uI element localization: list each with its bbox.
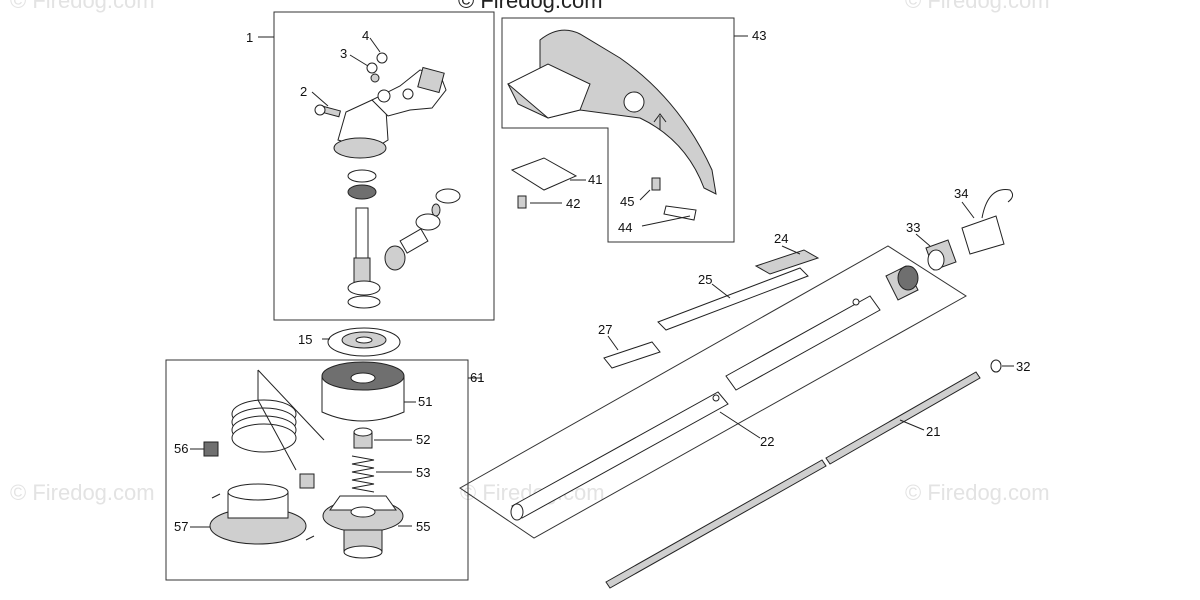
- callout-41: 41: [588, 172, 602, 187]
- callout-56: 56: [174, 441, 188, 456]
- gear-case-box: [273, 11, 495, 321]
- part-21-drive-shaft: [605, 371, 981, 589]
- callout-25: 25: [698, 272, 712, 287]
- callout-1: 1: [246, 30, 253, 45]
- part-32-ring: [990, 359, 1002, 373]
- callout-2: 2: [300, 84, 307, 99]
- callout-52: 52: [416, 432, 430, 447]
- callout-45: 45: [620, 194, 634, 209]
- part-42-screw: [517, 195, 527, 209]
- part-53-spring: [351, 455, 375, 493]
- watermark-top-left: © Firedog.com: [10, 0, 155, 13]
- shaft-box: [459, 245, 967, 539]
- bolt-3: [366, 62, 380, 83]
- part-55-base: [322, 495, 404, 559]
- part-56-clip: [203, 441, 315, 489]
- watermark-top-right: © Firedog.com: [905, 0, 1050, 13]
- callout-4: 4: [362, 28, 369, 43]
- watermark-top: © Firedog.com: [458, 0, 603, 13]
- bolt-4: [376, 52, 388, 64]
- callout-44: 44: [618, 220, 632, 235]
- part-24-label: [754, 249, 820, 275]
- callout-34: 34: [954, 186, 968, 201]
- callout-24: 24: [774, 231, 788, 246]
- part-57-plate: [209, 483, 315, 545]
- part-41-plate: [510, 157, 578, 191]
- gear-internals: [347, 169, 461, 309]
- callout-27: 27: [598, 322, 612, 337]
- callout-21: 21: [926, 424, 940, 439]
- callout-15: 15: [298, 332, 312, 347]
- part-52-nut: [353, 427, 373, 449]
- callout-3: 3: [340, 46, 347, 61]
- tube-bushing: [885, 265, 919, 301]
- trimmer-head-box: [165, 359, 469, 581]
- guard-box: [501, 17, 735, 243]
- part-22-tube: [510, 295, 881, 521]
- watermark-left: © Firedog.com: [10, 480, 155, 505]
- watermark-right: © Firedog.com: [905, 480, 1050, 505]
- callout-33: 33: [906, 220, 920, 235]
- part-25-label: [657, 267, 809, 331]
- callout-61: 61: [470, 370, 484, 385]
- part-33-clamp: [925, 239, 957, 271]
- callout-32: 32: [1016, 359, 1030, 374]
- part-34-hook: [961, 189, 1014, 255]
- part-27-label: [603, 341, 661, 369]
- part-15-washer: [327, 327, 401, 357]
- callout-43: 43: [752, 28, 766, 43]
- callout-53: 53: [416, 465, 430, 480]
- callout-42: 42: [566, 196, 580, 211]
- part-51-cover: [321, 361, 405, 422]
- callout-55: 55: [416, 519, 430, 534]
- line-spool: [231, 369, 325, 471]
- bolt-2: [314, 104, 342, 118]
- part-43-guard: [507, 29, 717, 195]
- part-45-screw: [651, 177, 661, 191]
- callout-51: 51: [418, 394, 432, 409]
- callout-57: 57: [174, 519, 188, 534]
- gear-case: [333, 66, 447, 159]
- callout-22: 22: [760, 434, 774, 449]
